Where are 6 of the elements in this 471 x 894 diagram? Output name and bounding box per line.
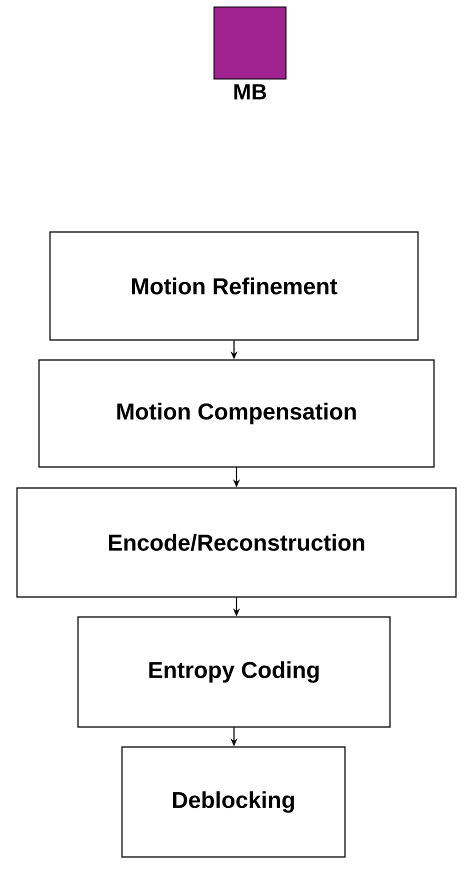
process-box: Deblocking [121,746,346,858]
process-box: Entropy Coding [77,616,391,728]
process-box: Motion Compensation [38,359,435,468]
process-box: Encode/Reconstruction [16,487,457,598]
node-label: MB [234,84,266,100]
process-box: Motion Refinement [49,231,419,341]
